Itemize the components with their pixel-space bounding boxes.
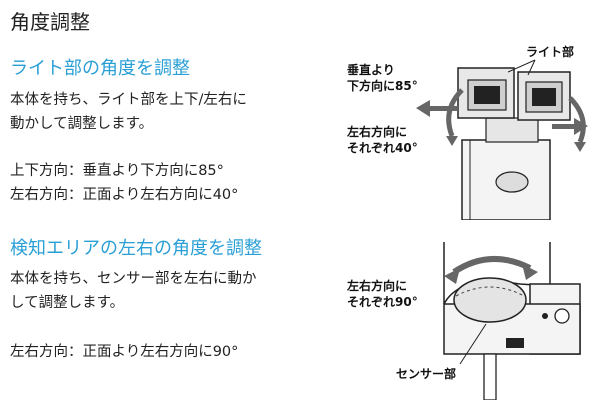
light-head-right (517, 71, 571, 121)
light-unit-illustration (416, 59, 588, 220)
label-vertical-85: 垂直より 下方向に85° (347, 63, 418, 93)
label-horizontal-40: 左右方向に それぞれ40° (347, 125, 418, 155)
body-line: 本体を持ち、ライト部を上下/左右に (10, 92, 247, 108)
sensor-unit-illustration (443, 242, 581, 400)
sensor-lens-dome (453, 277, 527, 323)
body-line: して調整します。 (10, 295, 125, 311)
vertical-arc-arrow-left (446, 88, 464, 137)
label-horizontal-90: 左右方向に それぞれ90° (347, 279, 418, 309)
rotation-arrow (452, 256, 532, 275)
light-head-left (457, 67, 515, 119)
spec-horizontal: 左右方向：正面より左右方向に40° (10, 187, 239, 203)
body-line: 動かして調整します。 (10, 116, 154, 132)
label-sensor-part: センサー部 (396, 367, 457, 381)
vertical-arc-arrow-right (568, 96, 586, 143)
section-light-specs: 上下方向：垂直より下方向に85° 左右方向：正面より左右方向に40° (10, 159, 238, 207)
sensor-dome (495, 171, 529, 193)
body-line: 本体を持ち、センサー部を左右に動か (10, 271, 257, 287)
spec-sensor-horizontal: 左右方向：正面より左右方向に90° (10, 344, 239, 360)
page-title: 角度調整 (10, 10, 90, 34)
label-light-part: ライト部 (526, 45, 575, 59)
section-heading-light: ライト部の角度を調整 (10, 58, 190, 79)
section-heading-sensor: 検知エリアの左右の角度を調整 (10, 238, 262, 259)
horizontal-arrow-left (416, 100, 458, 117)
section-sensor-body: 本体を持ち、センサー部を左右に動か して調整します。 (10, 267, 257, 315)
section-sensor-spec: 左右方向：正面より左右方向に90° (10, 340, 238, 364)
section-light-body: 本体を持ち、ライト部を上下/左右に 動かして調整します。 (10, 88, 247, 136)
spec-vertical: 上下方向：垂直より下方向に85° (10, 163, 224, 179)
adjust-knob (554, 308, 570, 324)
